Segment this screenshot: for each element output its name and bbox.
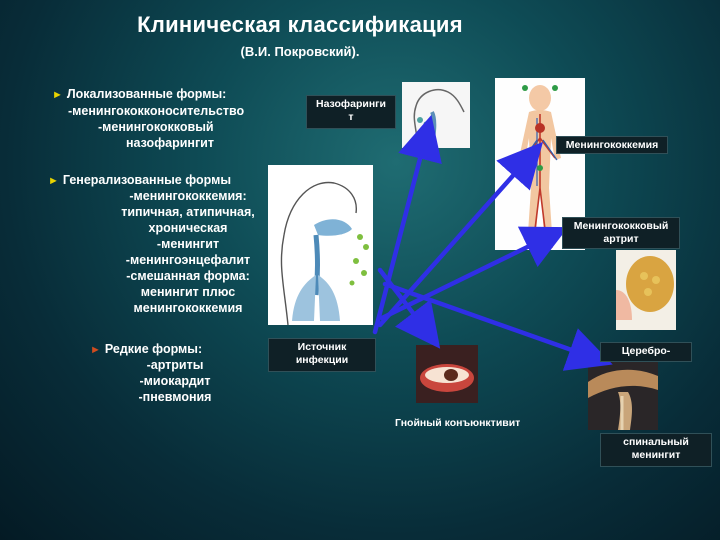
generalized-line: -менингококкемия: [129,189,247,203]
label-cerebro: Церебро- [600,342,692,362]
label-meningococcemia: Менингококкемия [556,136,668,154]
slide-title: Клиническая классификация [137,12,463,37]
localized-forms: ►Локализованные формы: -менингококконоси… [52,86,292,151]
rare-head: Редкие формы: [104,342,203,356]
generalized-line: типичная, атипичная, [121,205,255,219]
generalized-line: менингит плюс [140,285,236,299]
localized-line-3: назофарингит [126,136,214,150]
knee-joint-image [616,250,676,330]
label-spinal-meningitis: спинальный менингит [600,433,712,467]
bullet-arrow-icon: ► [90,344,101,356]
label-nasopharyngitis-line-1: Назофаринги [316,98,386,110]
label-spinal-line-1: спинальный [623,436,689,448]
localized-line-1: -менингококконоситель­ство [68,104,245,118]
caption-conjunctivitis: Гнойный конъюнктивит [395,417,521,429]
label-arthritis-line-1: Менингококковый [573,220,669,232]
label-arthritis-line-2: артрит [603,233,639,245]
respiratory-tract-image [268,165,373,325]
arrow-to-nasopharynx [372,114,442,335]
conjunctivitis-image [416,345,478,403]
label-source-line-1: Источник [297,341,347,353]
rare-forms: ►Редкие формы: [90,341,250,358]
label-source-infection: Источник инфекции [268,338,376,372]
slide-subtitle: (В.И. Покровский). [240,44,360,59]
localized-head: Локализованные формы: [66,87,227,101]
generalized-forms: ►Генерализованные формы [48,172,278,189]
rare-list: -артриты -миокардит -пневмония [120,357,230,405]
generalized-line: менингококкемия [133,301,243,315]
localized-line-2: -менингококковый [98,120,214,134]
label-spinal-line-2: менингит [631,449,681,461]
nasopharynx-image [402,82,470,148]
rare-line: -пневмония [138,390,212,404]
generalized-list: -менингококкемия: типичная, атипичная, х… [78,188,298,316]
label-arthritis: Менингококковый артрит [562,217,680,249]
label-nasopharyngitis: Назофаринги т [306,95,396,129]
generalized-line: -менингит [156,237,220,251]
spinal-cord-image [588,362,658,430]
generalized-line: хроническая [148,221,228,235]
label-source-line-2: инфекции [295,354,349,366]
rare-line: -артриты [146,358,204,372]
rare-line: -миокардит [139,374,211,388]
bullet-arrow-icon: ► [52,89,63,101]
generalized-head: Генерализованные формы [62,173,232,187]
generalized-line: -менингоэнцефалит [125,253,251,267]
generalized-line: -смешанная форма: [126,269,250,283]
arrow-to-conjunctivitis [377,267,441,349]
bullet-arrow-icon: ► [48,175,59,187]
label-nasopharyngitis-line-2: т [348,111,354,123]
